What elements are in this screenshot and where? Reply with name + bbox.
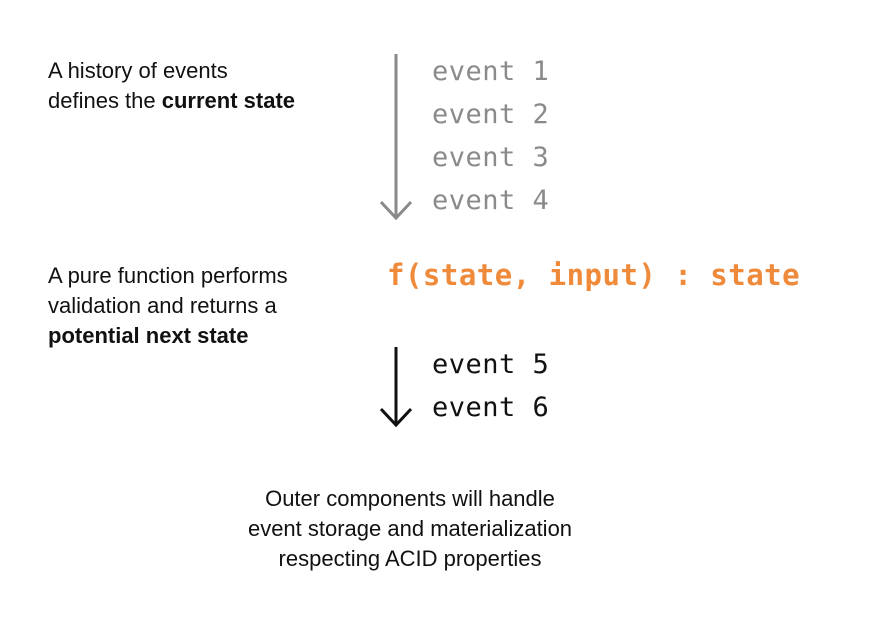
history-event-item: event 2: [432, 99, 550, 130]
history-event-item: event 3: [432, 142, 550, 173]
new-event-item: event 6: [432, 392, 550, 423]
history-event-item: event 4: [432, 185, 550, 216]
new-event-item: event 5: [432, 349, 550, 380]
outer-line-1: Outer components will handle: [265, 486, 555, 511]
outer-components-description: Outer components will handle event stora…: [180, 484, 640, 574]
history-arrow-icon: [379, 54, 413, 221]
history-line-1: A history of events: [48, 58, 228, 83]
pure-function-description: A pure function performs validation and …: [48, 261, 288, 351]
history-event-item: event 1: [432, 56, 550, 87]
pure-function-line-3-bold: potential next state: [48, 323, 249, 348]
outer-line-2: event storage and materialization: [247, 516, 573, 541]
pure-function-line-3: potential next state: [48, 321, 288, 351]
history-line-2: defines the current state: [48, 86, 295, 116]
history-events-list: event 1 event 2 event 3 event 4: [432, 50, 549, 222]
function-signature: f(state, input) : state: [387, 258, 801, 292]
outer-line-3: respecting ACID properties: [278, 546, 542, 571]
history-line-2-prefix: defines the: [48, 88, 162, 113]
history-description: A history of events defines the current …: [48, 56, 295, 116]
history-line-2-bold: current state: [161, 88, 296, 113]
pure-function-line-2: validation and returns a: [48, 293, 277, 318]
new-events-arrow-icon: [379, 347, 413, 428]
pure-function-line-1: A pure function performs: [48, 263, 288, 288]
new-events-list: event 5 event 6: [432, 343, 549, 429]
